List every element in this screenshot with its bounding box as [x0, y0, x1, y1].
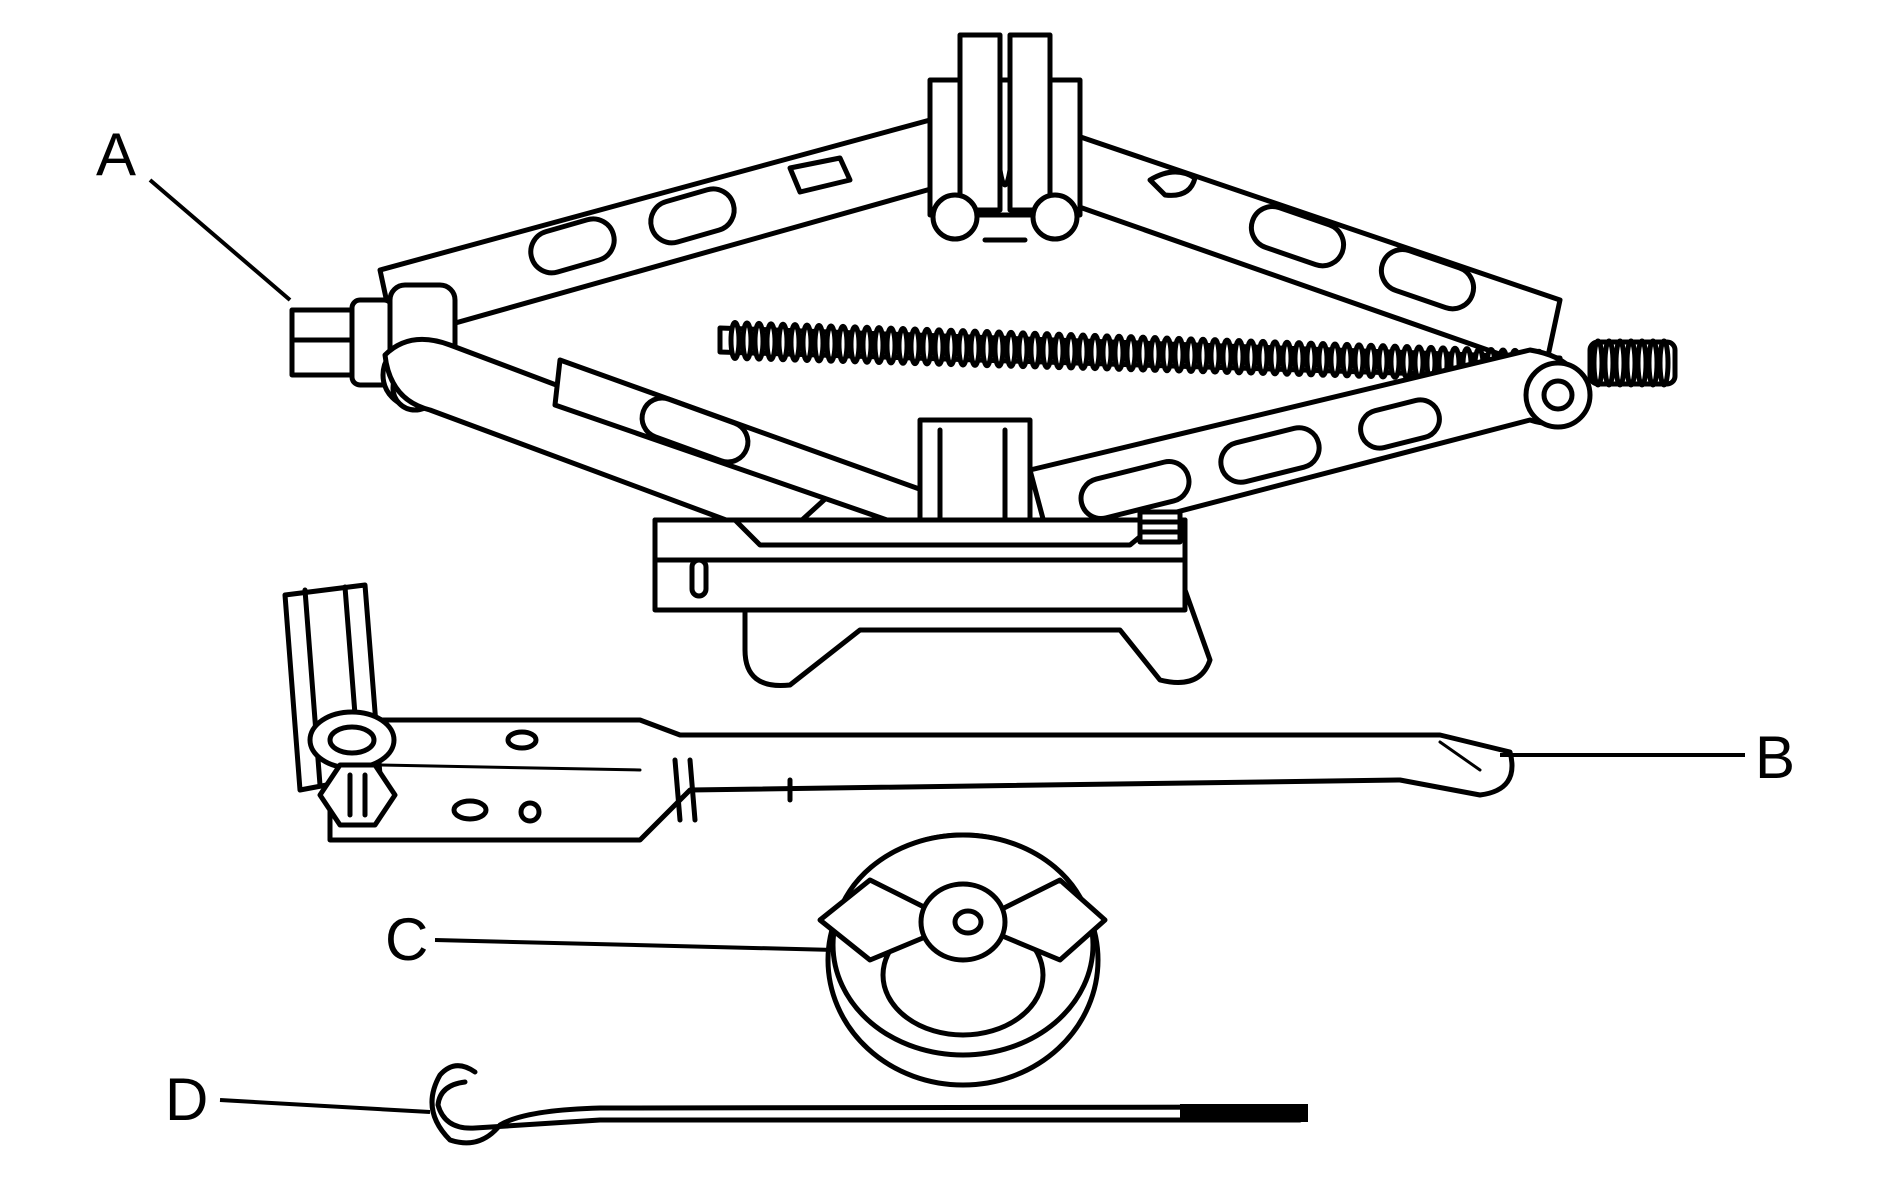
screw-thread: [1292, 340, 1306, 378]
screw-thread: [1184, 336, 1198, 374]
screw-thread: [1340, 341, 1354, 379]
screw-thread: [908, 326, 922, 367]
screw-thread: [1244, 338, 1258, 376]
screw-thread: [1208, 337, 1222, 375]
screw-thread: [872, 325, 886, 366]
screw-thread: [1160, 335, 1174, 374]
screw-thread: [1364, 342, 1378, 380]
callout-c-label: C: [385, 906, 428, 973]
screw-thread: [800, 322, 814, 363]
screw-thread: [896, 326, 910, 366]
screw-thread: [1412, 344, 1426, 381]
screw-thread: [1352, 342, 1366, 379]
screw-thread: [1657, 338, 1671, 388]
callout-b-label: B: [1755, 724, 1795, 791]
screw-thread: [1172, 335, 1186, 374]
screw-thread: [944, 327, 958, 368]
screw-thread: [848, 324, 862, 365]
jack-saddle: [927, 32, 1083, 243]
screw-thread: [920, 326, 934, 367]
screw-thread: [1602, 338, 1616, 388]
jack-screw-rod: [717, 320, 1678, 388]
screw-thread: [1064, 332, 1078, 371]
screw-thread: [1076, 332, 1090, 371]
screw-thread: [1376, 343, 1390, 380]
screw-thread: [1316, 341, 1330, 378]
screw-thread: [1148, 335, 1162, 373]
screw-thread: [1112, 333, 1126, 372]
screw-thread: [1028, 330, 1042, 370]
screw-thread: [884, 325, 898, 366]
screw-thread: [1136, 334, 1150, 373]
screw-thread: [932, 327, 946, 367]
screw-thread: [752, 320, 766, 362]
screw-thread: [764, 321, 778, 362]
screw-thread: [860, 324, 874, 365]
screw-thread: [956, 328, 970, 368]
jack-knob-washer: [817, 832, 1108, 1088]
screw-thread: [1220, 337, 1234, 375]
screw-thread: [1052, 331, 1066, 371]
screw-thread: [1388, 343, 1402, 380]
screw-thread: [1196, 336, 1210, 375]
screw-thread: [1124, 334, 1138, 373]
callout-c-leader: [434, 938, 836, 952]
callout-a-leader: [148, 178, 292, 302]
screw-thread: [1624, 338, 1638, 388]
screw-thread: [1304, 340, 1318, 378]
screw-thread: [1646, 338, 1660, 388]
screw-thread: [1613, 338, 1627, 388]
screw-thread: [992, 329, 1006, 369]
screw-thread: [1100, 333, 1114, 372]
screw-thread: [1040, 331, 1054, 370]
screw-thread: [812, 323, 826, 364]
wheel-wrench: [282, 582, 1515, 843]
screw-thread: [1016, 330, 1030, 370]
screw-thread: [728, 320, 742, 361]
screw-thread: [1256, 338, 1270, 377]
hook-rod: [429, 1063, 1308, 1146]
wrench-handle: [327, 717, 1515, 843]
screw-thread: [1280, 339, 1294, 377]
screw-thread: [788, 322, 802, 363]
screw-thread: [740, 320, 754, 362]
screw-thread: [980, 329, 994, 369]
screw-thread: [1400, 344, 1414, 381]
wrench-hex-socket: [317, 762, 398, 828]
screw-thread: [1328, 341, 1342, 379]
callout-d-leader: [219, 1098, 431, 1114]
callout-a-label: A: [96, 121, 136, 188]
screw-thread: [1635, 338, 1649, 388]
scissor-jack: [289, 32, 1678, 689]
screw-thread: [776, 321, 790, 363]
screw-thread: [1268, 339, 1282, 377]
screw-thread: [1004, 329, 1018, 369]
screw-thread: [836, 323, 850, 365]
screw-thread: [824, 323, 838, 364]
callout-d-label: D: [165, 1066, 208, 1133]
screw-thread: [1591, 338, 1605, 388]
screw-thread: [968, 328, 982, 368]
jack-base: [652, 509, 1213, 689]
screw-thread: [1088, 332, 1102, 372]
callouts: A B C D: [96, 121, 1795, 1133]
screw-thread: [1232, 338, 1246, 376]
